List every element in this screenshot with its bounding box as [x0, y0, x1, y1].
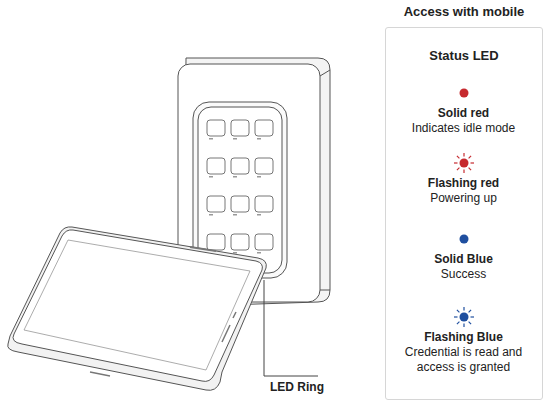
status-name: Solid red — [386, 106, 541, 121]
flashing-led-icon — [453, 152, 475, 174]
leader-line — [264, 280, 318, 376]
status-name: Flashing Blue — [386, 330, 541, 345]
status-description: Indicates idle mode — [386, 121, 541, 136]
diagram-title: Access with mobile — [385, 4, 543, 19]
status-description: Powering up — [386, 191, 541, 206]
status-name: Flashing red — [386, 176, 541, 191]
status-description: Credential is read and access is granted — [386, 345, 541, 375]
status-name: Solid Blue — [386, 252, 541, 267]
flashing-led-icon — [453, 306, 475, 328]
status-panel: Status LED Solid redIndicates idle modeFl… — [385, 27, 543, 400]
status-item: Solid redIndicates idle mode — [386, 82, 541, 136]
solid-led-icon — [453, 228, 475, 250]
status-item: Flashing BlueCredential is read and acce… — [386, 306, 541, 375]
part-label: LED Ring — [270, 380, 324, 394]
status-item: Flashing redPowering up — [386, 152, 541, 206]
status-item: Solid BlueSuccess — [386, 228, 541, 282]
status-description: Success — [386, 267, 541, 282]
panel-heading: Status LED — [386, 48, 542, 63]
solid-led-icon — [453, 82, 475, 104]
